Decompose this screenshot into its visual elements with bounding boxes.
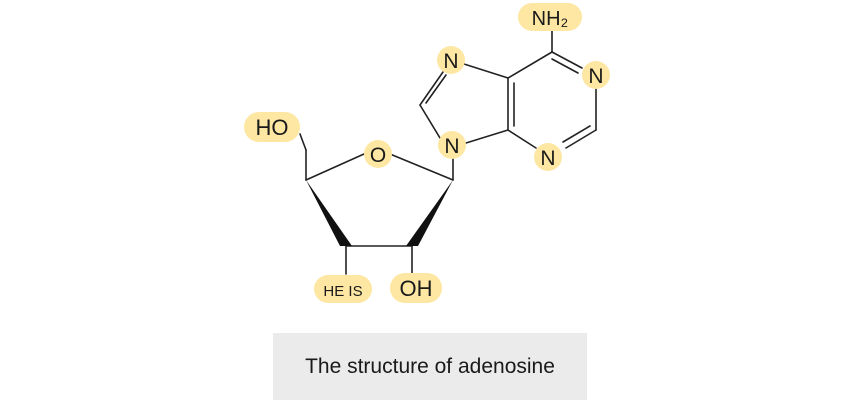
bond-o-c1 bbox=[389, 153, 454, 181]
bond-c6-n1-double bbox=[551, 58, 579, 74]
atom-label-he-is: HE IS bbox=[314, 275, 372, 303]
label-n1-text: N bbox=[588, 65, 603, 88]
label-he-is-text: HE IS bbox=[323, 283, 362, 300]
bond-ch2-ho bbox=[299, 133, 307, 151]
bond-n9-c8 bbox=[419, 104, 441, 139]
atom-label-ring-o: O bbox=[364, 140, 392, 168]
atom-label-ho: HO bbox=[244, 112, 300, 142]
label-n9-text: N bbox=[444, 135, 459, 158]
wedge-c1-c2 bbox=[406, 180, 453, 246]
bond-c2-n3-double bbox=[562, 125, 591, 143]
atom-label-nh2: NH₂ bbox=[518, 3, 582, 31]
label-nh2-text: NH₂ bbox=[532, 8, 569, 30]
caption-text: The structure of adenosine bbox=[305, 354, 555, 378]
label-n7-text: N bbox=[443, 50, 458, 73]
bond-c8-n7 bbox=[419, 71, 444, 106]
bond-c4-o bbox=[305, 153, 365, 181]
label-ring-o-text: O bbox=[370, 144, 386, 167]
atom-label-oh: OH bbox=[390, 273, 442, 303]
atom-label-n9: N bbox=[438, 131, 466, 159]
bond-n7-c5 bbox=[463, 63, 509, 79]
bond-c6-n1 bbox=[551, 51, 583, 69]
label-oh-text: OH bbox=[400, 276, 433, 301]
bond-n9-c4 bbox=[465, 129, 509, 144]
bond-n3-c4 bbox=[507, 129, 537, 149]
atom-label-n3: N bbox=[534, 143, 562, 171]
atom-label-n7: N bbox=[437, 46, 465, 74]
bond-c2-n3 bbox=[565, 129, 597, 149]
label-ho-text: HO bbox=[256, 115, 289, 140]
bond-c5-c6 bbox=[507, 51, 553, 79]
atom-label-n1: N bbox=[582, 61, 610, 89]
bond-c8-n7-double bbox=[425, 74, 447, 104]
bonds bbox=[299, 29, 597, 275]
label-n3-text: N bbox=[540, 147, 555, 170]
wedge-c4-c3 bbox=[306, 180, 352, 246]
caption-box: The structure of adenosine bbox=[273, 333, 587, 400]
